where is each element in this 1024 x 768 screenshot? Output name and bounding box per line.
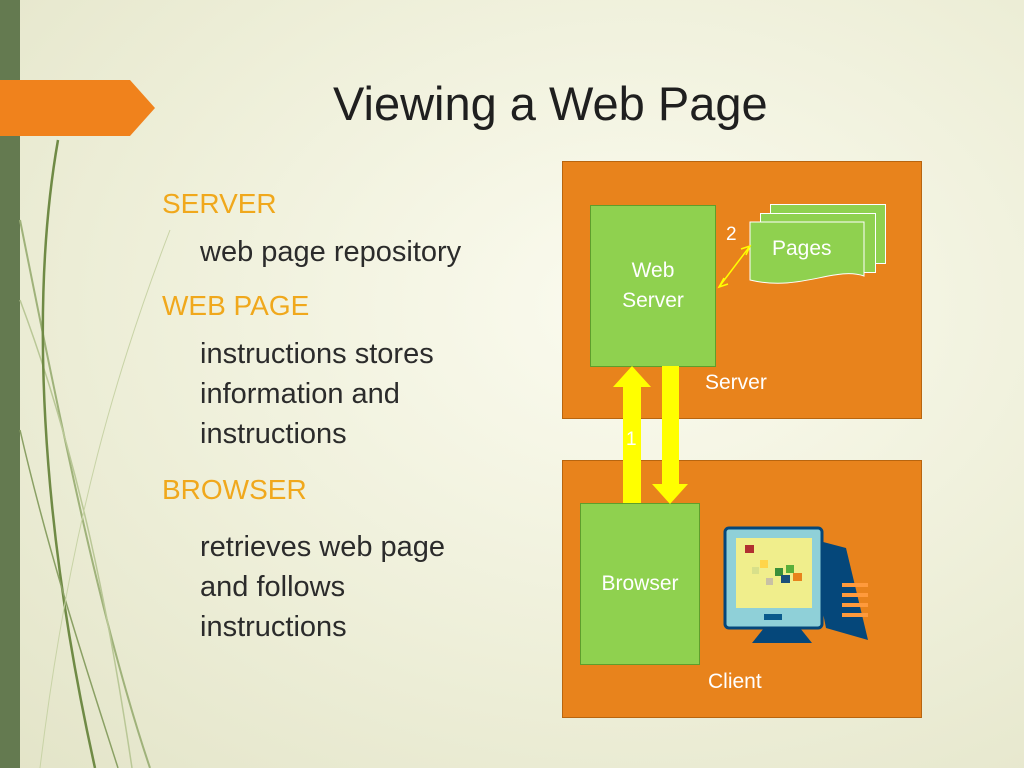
desc-line: web page repository [200, 236, 462, 268]
slide-title: Viewing a Web Page [333, 77, 768, 130]
desc-line: and follows [200, 571, 346, 603]
browser-box: Browser [580, 503, 700, 665]
web-server-box: Web Server [590, 205, 716, 367]
term-web-page: WEB PAGE [162, 290, 310, 321]
desc-line: instructions stores [200, 338, 434, 370]
desc-line: instructions [200, 418, 347, 450]
term-browser: BROWSER [162, 474, 307, 505]
web-server-label-line: Server [622, 289, 684, 312]
decorative-swoosh [19, 139, 171, 768]
browser-label: Browser [601, 572, 679, 595]
step-1-label: 1 [626, 429, 637, 450]
desc-browser: retrieves web page and follows instructi… [200, 527, 445, 647]
step-2-label: 2 [726, 224, 737, 245]
step-3-label: 3 [662, 423, 673, 444]
left-accent-bar [0, 0, 20, 768]
desc-web-page: instructions stores information and inst… [200, 334, 434, 454]
title-tab-arrow [0, 80, 155, 136]
pages-label: Pages [772, 237, 832, 260]
desc-line: retrieves web page [200, 531, 446, 563]
desc-line: instructions [200, 611, 347, 643]
server-panel-label: Server [705, 371, 767, 394]
term-server: SERVER [162, 188, 277, 219]
web-server-label-line: Web [631, 259, 675, 282]
desc-server: web page repository [200, 232, 461, 272]
desc-line: information and [200, 378, 400, 410]
client-panel-label: Client [708, 670, 762, 693]
